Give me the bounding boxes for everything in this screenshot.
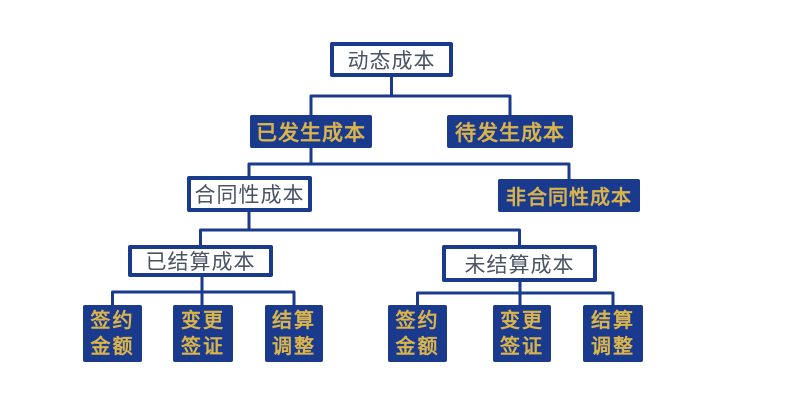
node-incurred-cost: 已发生成本 <box>250 115 372 148</box>
connector-incurred-to-row3 <box>247 146 571 181</box>
node-unsettled-cost: 未结算成本 <box>442 245 597 282</box>
node-settled-cost: 已结算成本 <box>128 245 273 277</box>
node-unsettled-contract-amount: 签约 金额 <box>388 305 447 362</box>
node-non-contractual-cost: 非合同性成本 <box>498 179 640 212</box>
connector-settled-to-children <box>111 275 296 307</box>
connector-dynamic-to-row2 <box>309 75 512 117</box>
node-contractual-cost: 合同性成本 <box>187 176 312 212</box>
node-settled-settlement-adjustment: 结算 调整 <box>265 305 323 362</box>
node-settled-change-visa: 变更 签证 <box>173 305 233 362</box>
connector-contractual-to-row4 <box>199 210 521 247</box>
node-dynamic-cost: 动态成本 <box>330 42 453 77</box>
connector-unsettled-to-children <box>416 280 615 307</box>
node-unsettled-change-visa: 变更 签证 <box>493 305 551 362</box>
node-unsettled-settlement-adjustment: 结算 调整 <box>583 305 643 362</box>
node-pending-cost: 待发生成本 <box>447 115 573 148</box>
node-settled-contract-amount: 签约 金额 <box>83 305 142 362</box>
